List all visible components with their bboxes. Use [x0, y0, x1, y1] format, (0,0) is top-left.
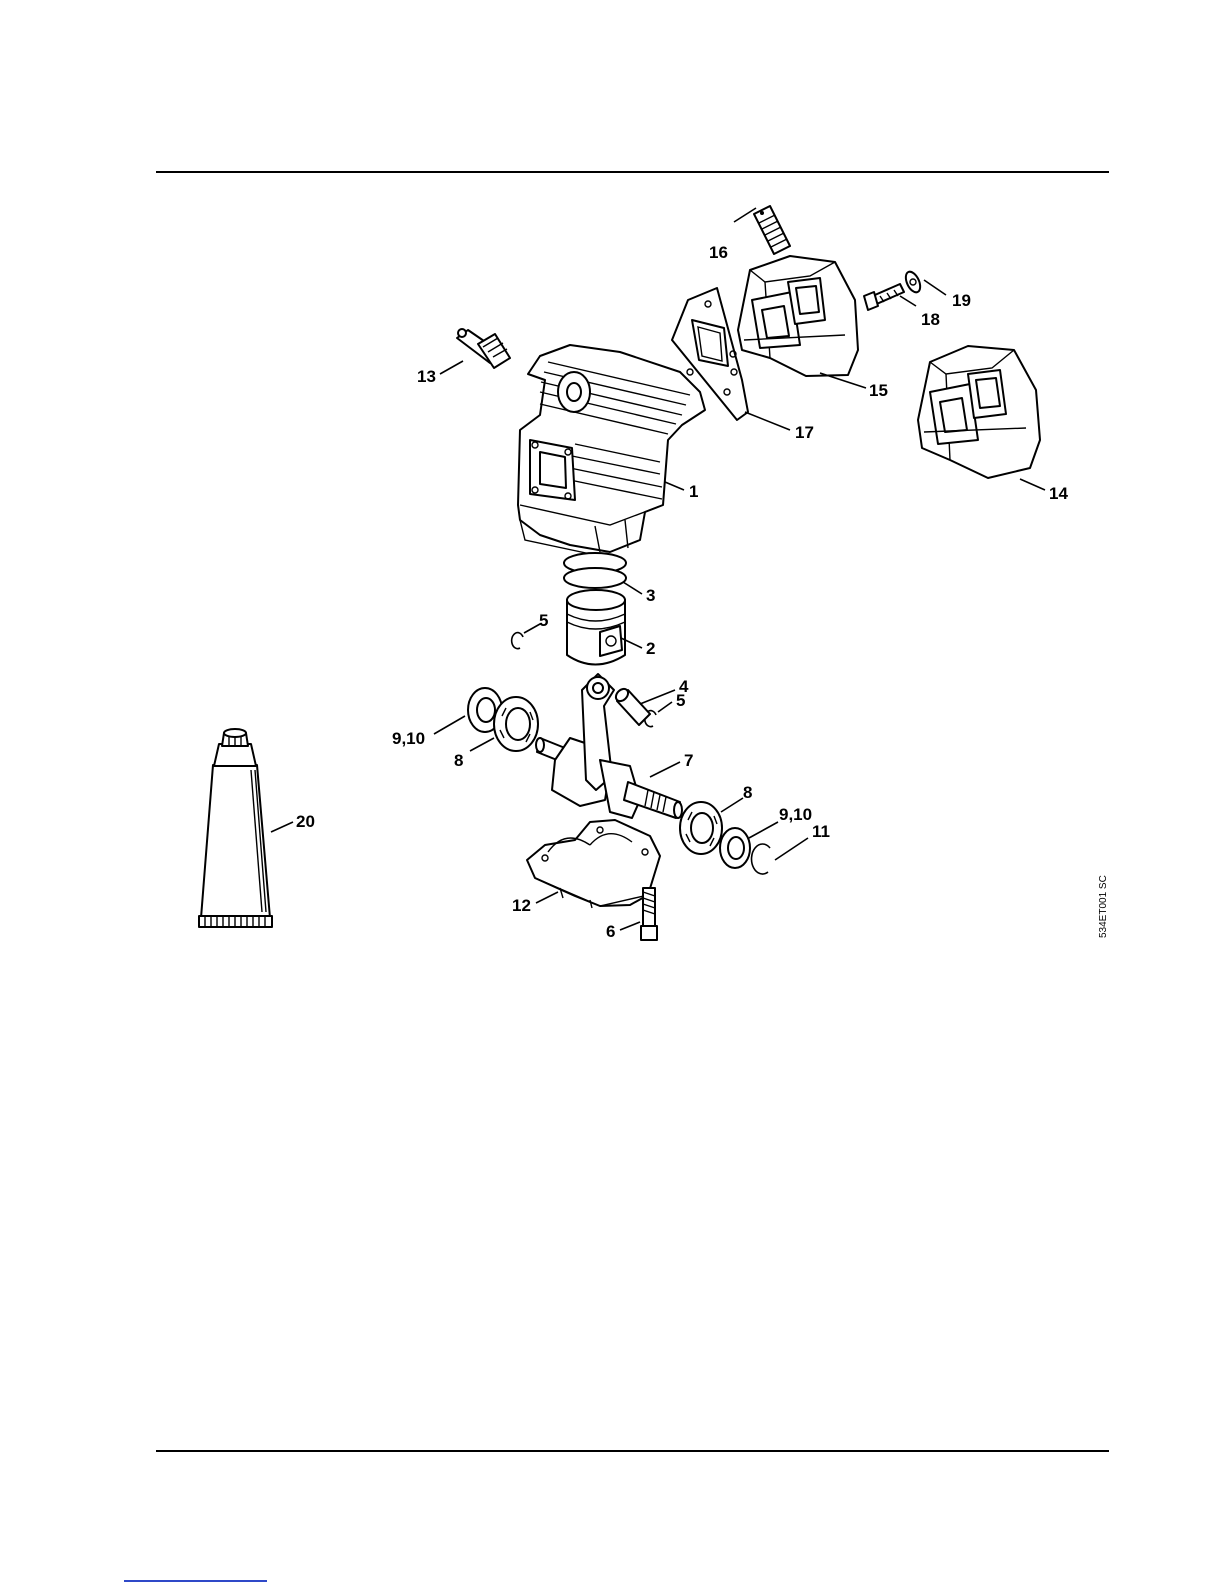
callout-label: 2 [646, 639, 655, 658]
callout-label: 9,10 [779, 805, 812, 824]
callout-label: 12 [512, 896, 531, 915]
callout-label: 9,10 [392, 729, 425, 748]
callout-label: 14 [1049, 484, 1068, 503]
callout-label: 17 [795, 423, 814, 442]
cylinder-part [518, 345, 705, 556]
callout-label: 7 [684, 751, 693, 770]
piston-part [567, 590, 625, 665]
piston-rings-part [564, 553, 626, 588]
crankcase-screw-part [641, 888, 657, 940]
muffler-part [738, 256, 858, 376]
figure-code: 534ET001 SC [1098, 875, 1109, 938]
screw-washer-parts [864, 269, 923, 310]
ball-bearing-right-part [680, 802, 722, 854]
callout-label: 6 [606, 922, 615, 941]
spark-plug-part [457, 329, 510, 368]
callout-label: 5 [539, 611, 548, 630]
callout-label: 13 [417, 367, 436, 386]
callout-label: 5 [676, 691, 685, 710]
callout-label: 18 [921, 310, 940, 329]
snap-ring-part [752, 844, 770, 874]
oil-seal-right-part [720, 828, 750, 868]
piston-pin-part [614, 687, 650, 725]
callout-label: 19 [952, 291, 971, 310]
spark-arrestor-screen-part [754, 206, 790, 254]
callout-label: 15 [869, 381, 888, 400]
ball-bearing-left-part [494, 697, 538, 751]
callout-label: 11 [812, 822, 830, 841]
grease-tube-part [199, 729, 272, 927]
callout-label: 16 [709, 243, 728, 262]
callout-label: 1 [689, 482, 698, 501]
muffler-alt-part [918, 346, 1040, 478]
callout-label: 8 [454, 751, 463, 770]
crankcase-part [527, 820, 660, 908]
callout-label: 20 [296, 812, 315, 831]
piston-pin-circlip-part [512, 633, 523, 649]
callout-label: 3 [646, 586, 655, 605]
callout-label: 8 [743, 783, 752, 802]
